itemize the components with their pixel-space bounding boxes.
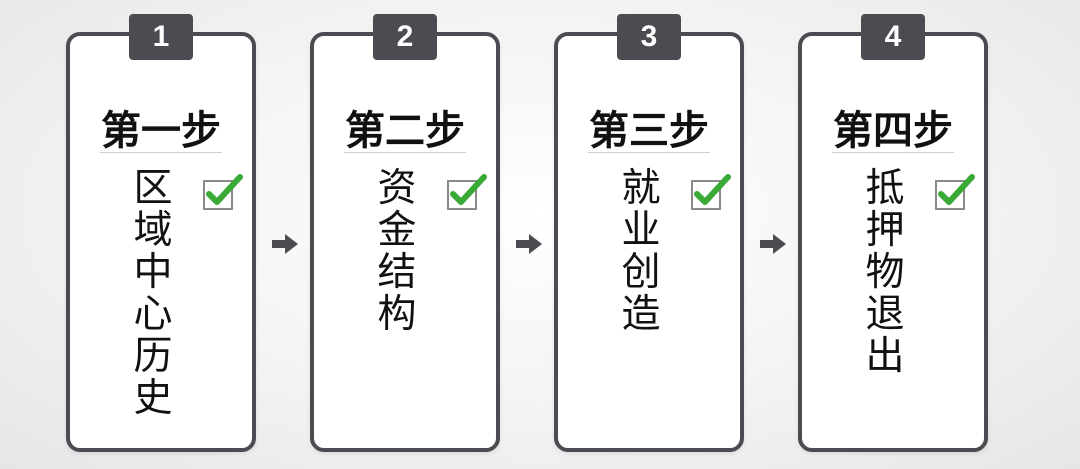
step-description: 区域中心历史 — [128, 168, 178, 420]
divider — [344, 152, 466, 153]
description-char: 历 — [133, 334, 173, 379]
step-card-3: 3 第三步 就业创造 — [554, 14, 744, 452]
description-char: 退 — [865, 292, 905, 337]
description-char: 业 — [621, 208, 661, 253]
description-char: 押 — [865, 208, 905, 253]
description-char: 造 — [621, 292, 661, 337]
description-char: 区 — [133, 166, 173, 211]
check-box-icon — [447, 174, 487, 210]
description-char: 创 — [621, 250, 661, 295]
divider — [832, 152, 954, 153]
step-number-badge: 1 — [129, 14, 193, 60]
description-char: 中 — [133, 250, 173, 295]
step-description: 就业创造 — [616, 168, 666, 336]
divider — [100, 152, 222, 153]
description-char: 史 — [133, 376, 173, 421]
arrow-right-icon — [516, 234, 542, 254]
description-char: 出 — [865, 334, 905, 379]
check-box-icon — [935, 174, 975, 210]
description-char: 构 — [377, 292, 417, 337]
description-char: 抵 — [865, 166, 905, 211]
step-card-2: 2 第二步 资金结构 — [310, 14, 500, 452]
step-number-badge: 2 — [373, 14, 437, 60]
description-char: 就 — [621, 166, 661, 211]
step-title: 第三步 — [589, 108, 709, 154]
description-char: 资 — [377, 166, 417, 211]
arrow-right-icon — [272, 234, 298, 254]
divider — [588, 152, 710, 153]
step-description: 资金结构 — [372, 168, 422, 336]
step-number-badge: 3 — [617, 14, 681, 60]
step-number-badge: 4 — [861, 14, 925, 60]
description-char: 域 — [133, 208, 173, 253]
check-box-icon — [203, 174, 243, 210]
step-card-1: 1 第一步 区域中心历史 — [66, 14, 256, 452]
step-title: 第二步 — [345, 108, 465, 154]
description-char: 物 — [865, 250, 905, 295]
description-char: 结 — [377, 250, 417, 295]
description-char: 心 — [133, 292, 173, 337]
check-box-icon — [691, 174, 731, 210]
arrow-right-icon — [760, 234, 786, 254]
description-char: 金 — [377, 208, 417, 253]
step-title: 第一步 — [101, 108, 221, 154]
step-title: 第四步 — [833, 108, 953, 154]
step-card-4: 4 第四步 抵押物退出 — [798, 14, 988, 452]
step-description: 抵押物退出 — [860, 168, 910, 378]
